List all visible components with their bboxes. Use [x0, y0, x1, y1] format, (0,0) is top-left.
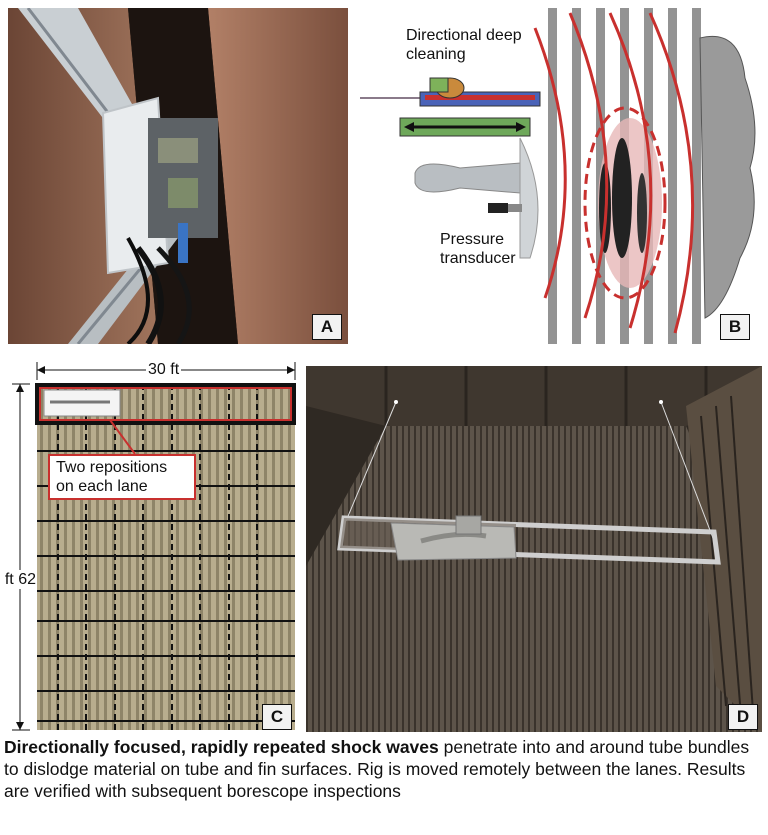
- label-directional-deep-cleaning: Directional deep cleaning: [406, 27, 522, 63]
- dimension-height-label: 62 ft: [0, 570, 36, 589]
- render-illustration: [306, 366, 762, 732]
- panel-b-letter: B: [720, 314, 750, 340]
- panel-d-letter: D: [728, 704, 758, 730]
- panel-b-diagram: Directional deep cleaning Pressure trans…: [360, 8, 762, 344]
- panel-c-letter: C: [262, 704, 292, 730]
- dimension-width-label: 30 ft: [146, 360, 182, 379]
- figure-caption: Directionally focused, rapidly repeated …: [4, 736, 764, 802]
- panel-d-render: D: [306, 366, 762, 732]
- lane-grid-illustration: [12, 362, 296, 731]
- panel-a-photo: A: [8, 8, 348, 344]
- caption-bold-lead: Directionally focused, rapidly repeated …: [4, 737, 439, 757]
- panel-a-letter: A: [312, 314, 342, 340]
- panel-c-grid: 30 ft 62 ft Two repositions on each lane…: [0, 356, 300, 732]
- caption-body: penetrate into and around tube bundles t…: [4, 737, 750, 801]
- shockwave-diagram: [360, 8, 756, 344]
- label-pressure-transducer: Pressure transducer: [440, 231, 516, 267]
- callout-two-repositions: Two repositions on each lane: [48, 454, 196, 500]
- duct-photo-illustration: [8, 8, 348, 344]
